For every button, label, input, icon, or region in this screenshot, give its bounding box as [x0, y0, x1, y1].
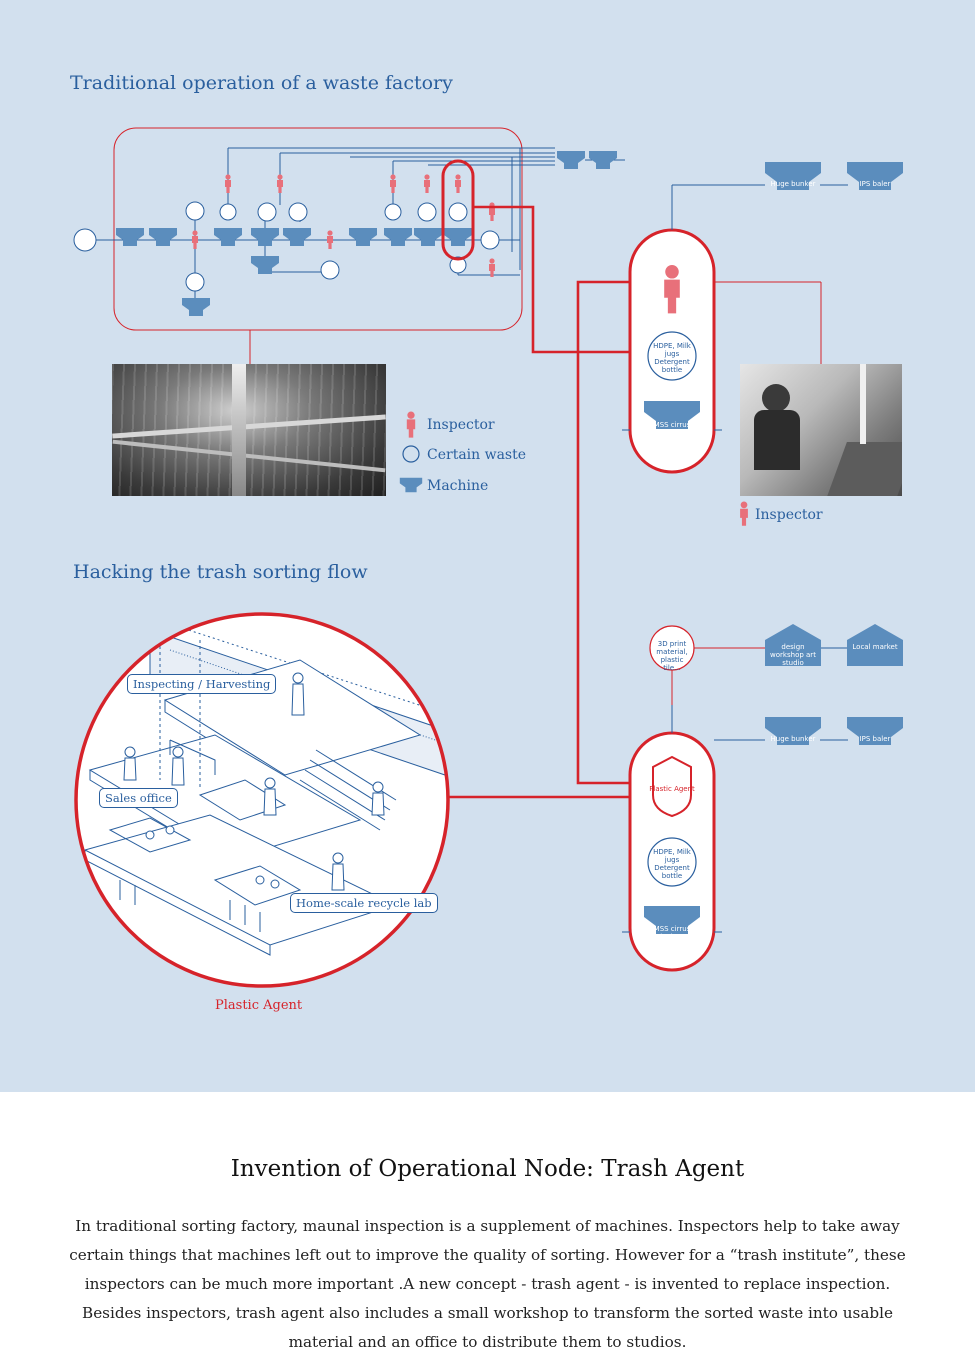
- plastic-agent-shield-icon: [652, 755, 692, 818]
- workshop-label: design workshop art studio: [770, 643, 816, 667]
- top-bunker-label: Huge bunker: [770, 180, 816, 188]
- top-node-machine-label: MSS cirrus optical sorter: [648, 421, 696, 437]
- flow-inspectors: [192, 174, 495, 277]
- flow-machines: [116, 151, 617, 316]
- photo-inspector-label: Inspector: [755, 507, 823, 523]
- red-connectors: [446, 205, 635, 799]
- highlighted-inspection-step: [441, 159, 475, 261]
- plastic-agent-label: Plastic Agent: [649, 785, 695, 793]
- legend-waste-label: Certain waste: [427, 447, 527, 463]
- bottom-capsule-waste-circle: [647, 837, 697, 887]
- legend-waste-icon: [402, 445, 420, 463]
- legend-machine-icon: [399, 477, 423, 493]
- top-node-waste-label: HDPE, Milk jugs Detergent bottle: [653, 342, 691, 374]
- callout-sales: Sales office: [99, 788, 178, 808]
- flow-lines: [78, 147, 625, 300]
- bottom-node-machine-label: MSS cirrus optical sorter: [648, 925, 696, 941]
- photo-inspector-icon: [740, 501, 748, 526]
- footer-body: In traditional sorting factory, maunal i…: [69, 1217, 906, 1351]
- legend-machine-label: Machine: [427, 478, 489, 494]
- market-label: Local market: [852, 643, 898, 651]
- heading-traditional: Traditional operation of a waste factory: [70, 72, 453, 94]
- flow-waste-circles: [73, 201, 500, 292]
- traditional-flow-frame: [113, 127, 523, 331]
- legend-inspector-label: Inspector: [427, 417, 495, 433]
- inspector-photo: [740, 364, 902, 496]
- diagram-graphics: [73, 127, 903, 988]
- product-label: 3D print material, plastic tile...: [656, 640, 688, 672]
- callout-inspecting: Inspecting / Harvesting: [127, 674, 277, 694]
- bottom-bunker-label: Huge bunker: [770, 735, 816, 743]
- plastic-agent-circle-frame: [74, 612, 450, 988]
- bottom-node-waste-label: HDPE, Milk jugs Detergent bottle: [653, 848, 691, 880]
- footer-title: Invention of Operational Node: Trash Age…: [230, 1156, 745, 1182]
- bottom-baler-label: IPS baler: [859, 735, 891, 743]
- circle-caption: Plastic Agent: [215, 998, 303, 1013]
- top-baler-label: IPS baler: [859, 180, 891, 188]
- product-circle: [649, 625, 695, 671]
- top-capsule-waste-circle: [647, 331, 697, 381]
- callout-lab: Home-scale recycle lab: [290, 893, 438, 913]
- factory-photo: [112, 364, 386, 496]
- legend-inspector-icon: [406, 411, 416, 438]
- heading-hacking: Hacking the trash sorting flow: [73, 561, 368, 583]
